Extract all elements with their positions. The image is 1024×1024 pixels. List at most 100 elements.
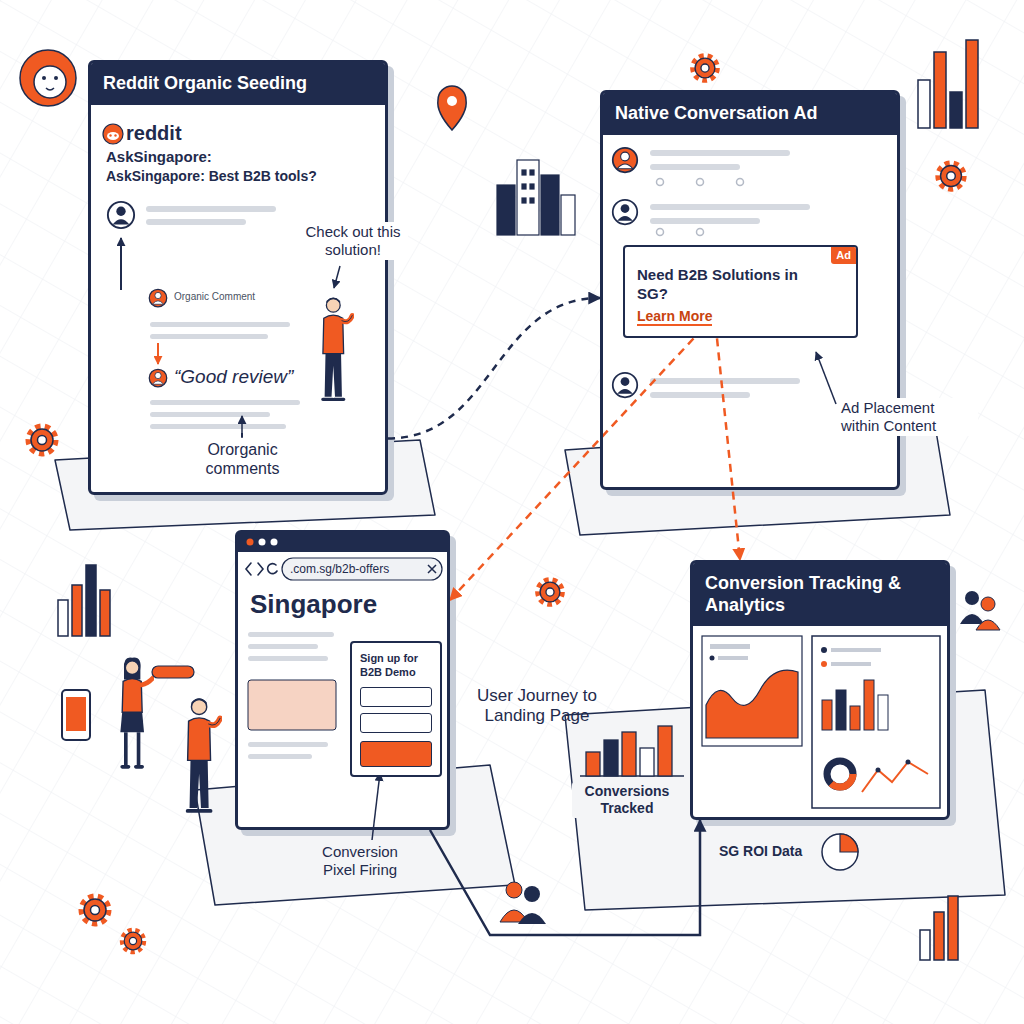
panel-fill <box>690 560 950 820</box>
flow-label: User Journey to Landing Page <box>452 686 622 727</box>
lion-icon <box>20 50 76 106</box>
people-icon <box>960 591 1000 630</box>
dashboard-card <box>831 662 871 666</box>
browser-nav <box>268 564 277 574</box>
user-avatar <box>613 148 638 173</box>
reaction-icons <box>657 179 664 186</box>
city-icon <box>541 175 559 235</box>
lion-icon <box>42 76 46 80</box>
url-text: .com.sg/b2b-offers <box>290 561 447 577</box>
area-chart <box>706 670 798 738</box>
bar-chart-icon <box>920 930 930 960</box>
label-anchor: Organic Comment <box>174 291 255 303</box>
text-placeholder <box>650 150 790 156</box>
bar-chart-icon <box>58 565 110 636</box>
area-chart <box>702 636 802 746</box>
roi-pie <box>822 834 858 870</box>
bar-chart-icon <box>950 92 962 128</box>
analytics-panel: Conversion Tracking & Analytics <box>690 560 950 820</box>
phone-icon <box>62 690 90 740</box>
bar-chart-icon <box>918 40 978 128</box>
dashboard-card <box>822 680 888 730</box>
flow-arrow <box>157 343 159 364</box>
phone-icon <box>62 690 90 740</box>
gear-icon <box>939 164 964 189</box>
flow-connector <box>450 338 694 600</box>
user-avatar <box>149 369 167 387</box>
city-icon <box>522 198 526 203</box>
lion-icon <box>34 66 66 98</box>
people-icon <box>976 620 1000 630</box>
dashboard-card <box>822 700 832 730</box>
browser-nav <box>258 563 263 575</box>
phone-icon <box>66 697 86 731</box>
area-chart <box>710 656 715 661</box>
conversion-bars <box>640 748 654 776</box>
city-icon <box>522 184 526 189</box>
text-placeholder <box>248 644 318 649</box>
reddit-logo <box>103 124 123 144</box>
reddit-logo <box>114 134 116 136</box>
signup-form: Sign up for B2B Demo <box>350 641 442 777</box>
text-placeholder <box>650 204 810 210</box>
people-icon <box>518 913 546 924</box>
ad-link: Learn More <box>637 308 712 327</box>
page-heading: Singapore <box>250 589 447 619</box>
dashboard-card <box>850 706 860 730</box>
dashboard-card <box>812 636 940 808</box>
input-field <box>360 687 432 707</box>
people-icon <box>500 882 546 924</box>
person-figure <box>323 297 352 399</box>
chart-label: Conversions Tracked <box>572 782 682 818</box>
gear-icon <box>82 897 108 923</box>
dashboard-card <box>836 690 846 730</box>
flow-connector <box>717 338 740 560</box>
text-placeholder <box>146 206 300 429</box>
text-placeholder <box>150 334 268 339</box>
reddit-logo <box>107 132 119 140</box>
leader-line <box>334 266 340 288</box>
dashboard-card <box>812 636 940 808</box>
dashboard-card <box>862 762 928 792</box>
city-icon <box>530 198 534 203</box>
label-anchor: “Good review” <box>174 366 293 389</box>
dashboard-card <box>827 761 853 787</box>
label-anchor: User Journey to Landing Page <box>452 686 622 727</box>
user-avatar <box>108 202 134 228</box>
dashboard-card <box>821 661 827 667</box>
conversion-bars <box>580 726 684 776</box>
people-icon <box>965 591 979 605</box>
submit-button <box>360 741 432 767</box>
text-placeholder <box>650 392 750 398</box>
person-figure <box>120 658 153 767</box>
browser-nav <box>246 563 277 575</box>
lion-icon <box>54 76 58 80</box>
reddit-logo <box>109 134 111 136</box>
flow-arrow <box>120 238 122 290</box>
user-avatar <box>613 373 638 398</box>
callout-text: Conversion Pixel Firing <box>305 842 415 880</box>
ad-headline: Need B2B Solutions in SG? <box>637 266 844 304</box>
bar-chart-icon <box>100 590 110 636</box>
bar-chart-icon <box>966 40 978 128</box>
reaction-icons <box>657 229 664 236</box>
text-placeholder <box>248 754 312 759</box>
leader-line <box>816 352 836 404</box>
callout-text: Check out this solution! <box>298 222 408 260</box>
text-placeholder <box>248 632 336 759</box>
panel-title: Conversion Tracking & Analytics <box>693 563 947 626</box>
people-icon <box>960 614 984 624</box>
pointer-bar <box>152 666 194 678</box>
lion-icon <box>46 88 54 90</box>
leader-line <box>241 416 243 438</box>
reddit-logo <box>103 124 123 144</box>
text-placeholder <box>650 378 800 384</box>
location-pin <box>447 96 457 106</box>
area-chart <box>702 636 802 746</box>
label-anchor: AskSingapore: <box>106 148 212 166</box>
text-placeholder <box>150 412 270 417</box>
bar-chart-icon <box>934 52 946 128</box>
label-anchor: Conversions Tracked <box>572 782 682 818</box>
